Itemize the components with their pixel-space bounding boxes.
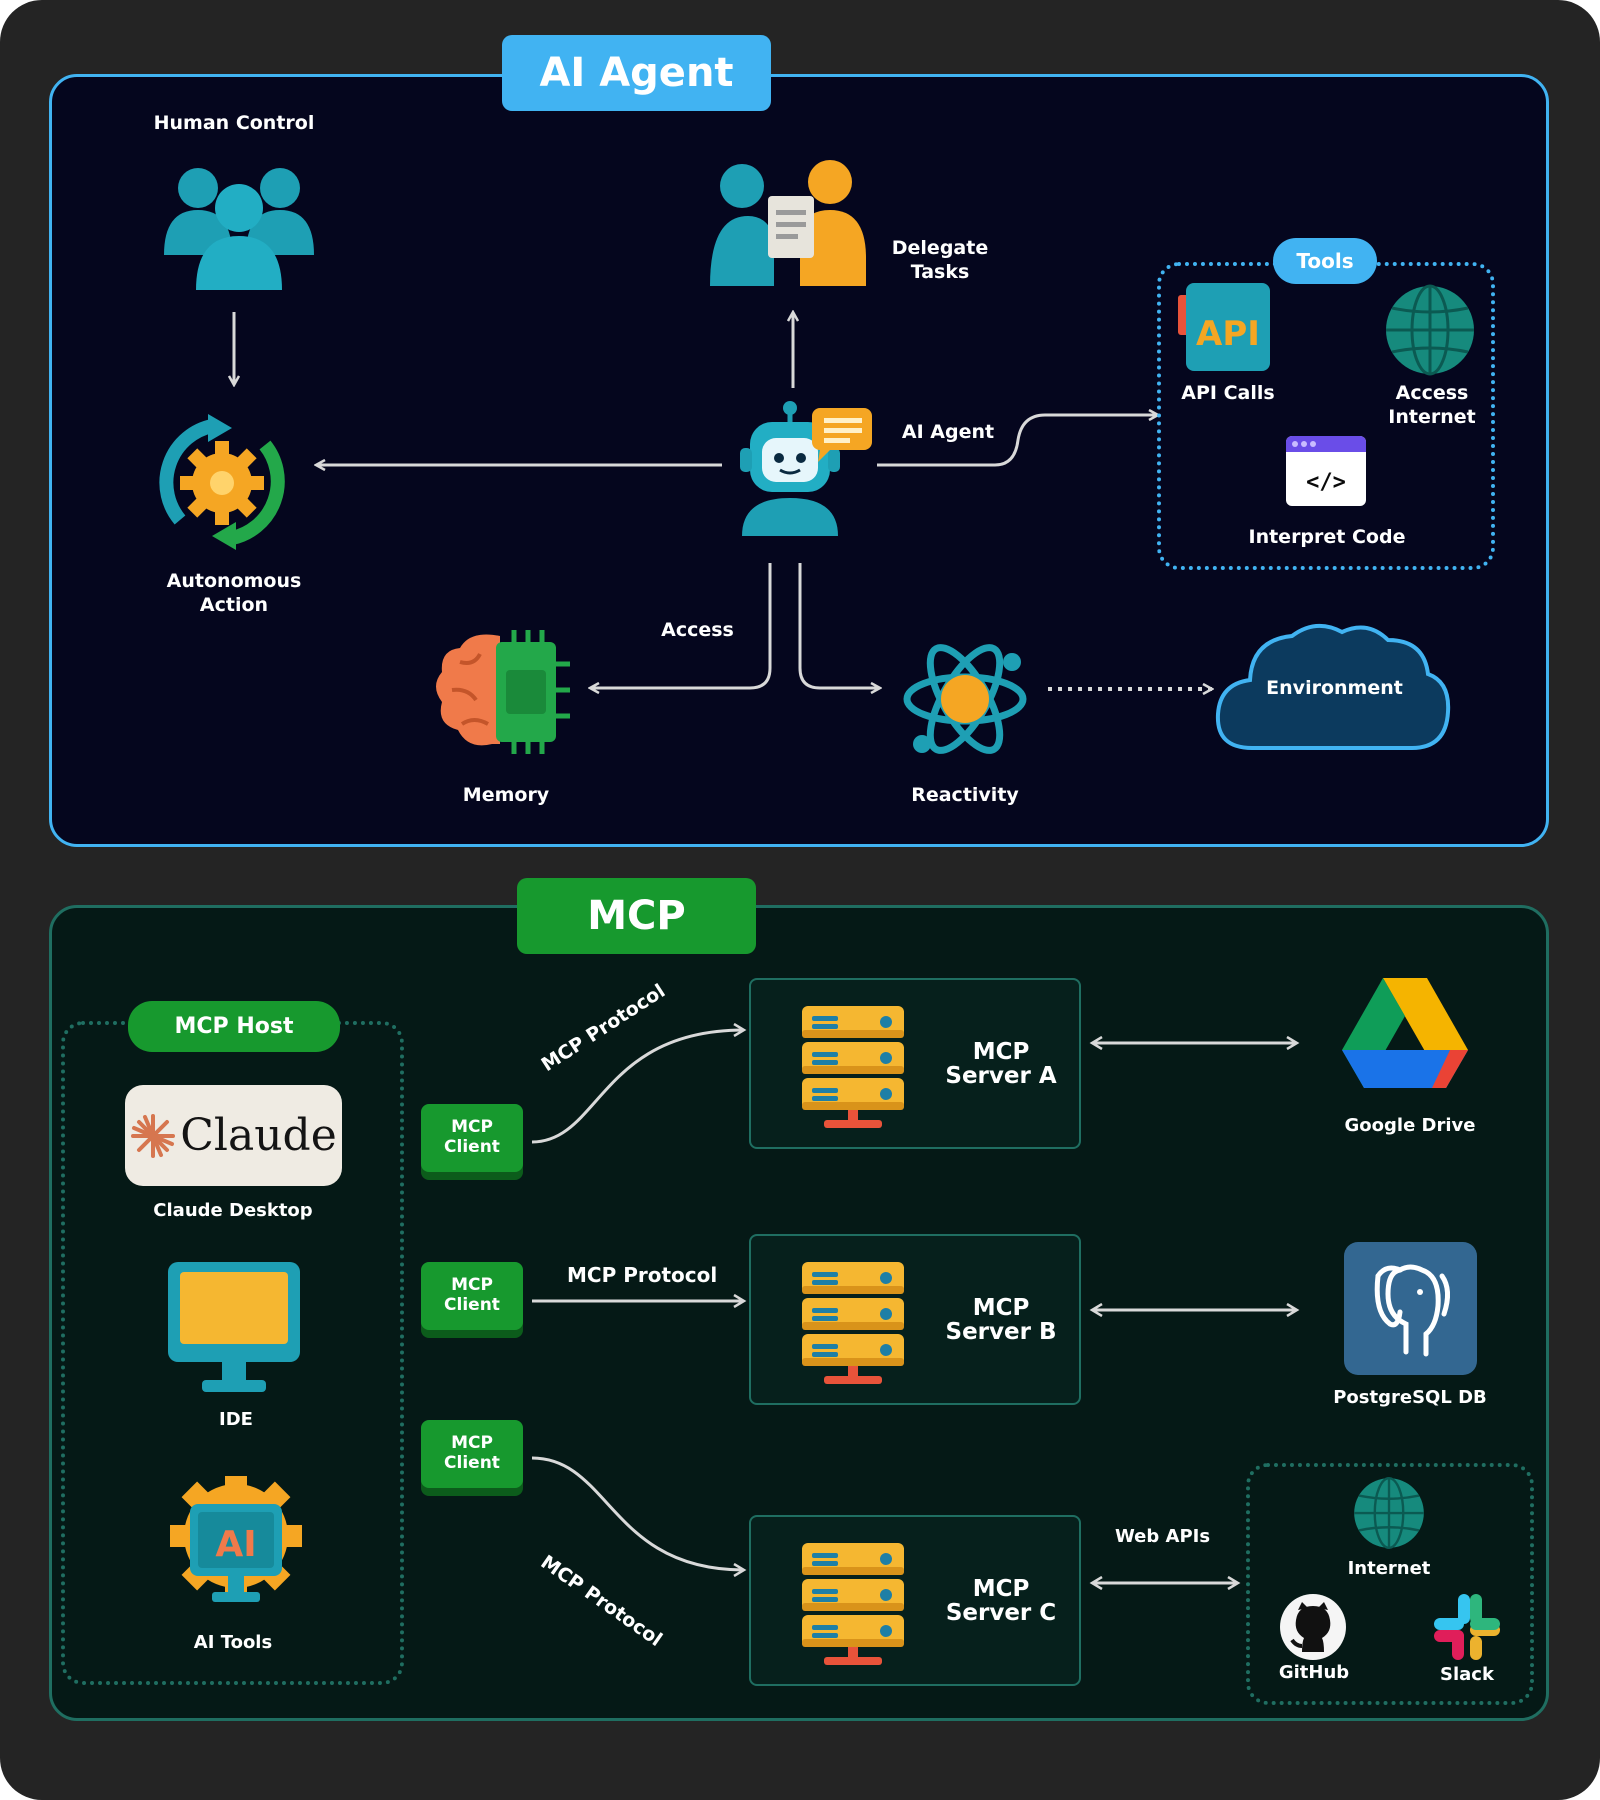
- postgresql-icon: [1344, 1242, 1477, 1375]
- ai-agent-edge-label: AI Agent: [901, 421, 995, 443]
- claude-spark-icon: [131, 1113, 176, 1158]
- claude-logo-text: Claude: [180, 1110, 337, 1161]
- server-stack-icon: [802, 1262, 904, 1384]
- environment-label: Environment: [1266, 677, 1403, 699]
- google-drive-icon: [1342, 978, 1468, 1088]
- ai-tools-icon: AI: [170, 1476, 302, 1602]
- reactivity-label: Reactivity: [911, 784, 1019, 806]
- internet-label: Internet: [1347, 1558, 1431, 1579]
- server-a-label: MCP Server A: [945, 1039, 1057, 1090]
- mcp-host-title: MCP Host: [128, 1001, 340, 1052]
- robot-agent-icon: [740, 401, 872, 536]
- mcp-server-b: MCP Server B: [749, 1234, 1081, 1405]
- ai-tools-label: AI Tools: [193, 1632, 273, 1653]
- protocol-label-2: MCP Protocol: [567, 1263, 718, 1287]
- code-glyph: </>: [1306, 470, 1346, 495]
- mcp-client-2: MCP Client: [421, 1262, 523, 1330]
- server-stack-icon: [802, 1543, 904, 1665]
- server-b-label: MCP Server B: [945, 1295, 1057, 1346]
- web-apis-label: Web APIs: [1114, 1526, 1211, 1547]
- delegate-tasks-icon: [710, 160, 866, 286]
- brain-chip-icon: [436, 630, 570, 754]
- globe-icon: [1386, 284, 1474, 376]
- slack-icon: [1434, 1594, 1500, 1660]
- mcp-client-1: MCP Client: [421, 1104, 523, 1172]
- mcp-server-a: MCP Server A: [749, 978, 1081, 1149]
- ide-label: IDE: [219, 1409, 253, 1430]
- internet-globe-icon: [1354, 1476, 1424, 1550]
- ai-agent-title: AI Agent: [502, 35, 771, 111]
- code-window-icon: </>: [1286, 436, 1366, 506]
- cloud-icon: [1215, 624, 1451, 750]
- api-calls-label: API Calls: [1181, 382, 1275, 404]
- api-badge-text: API: [1196, 314, 1260, 354]
- google-drive-label: Google Drive: [1344, 1115, 1476, 1136]
- server-stack-icon: [802, 1006, 904, 1128]
- interpret-code-label: Interpret Code: [1248, 526, 1406, 548]
- delegate-tasks-label: Delegate Tasks: [891, 237, 989, 283]
- claude-desktop-label: Claude Desktop: [153, 1200, 313, 1221]
- slack-label: Slack: [1440, 1664, 1494, 1685]
- autonomous-cycle-icon: [159, 414, 285, 550]
- github-label: GitHub: [1278, 1662, 1350, 1683]
- atom-icon: [903, 644, 1027, 754]
- ai-badge-text: AI: [215, 1524, 256, 1565]
- users-group-icon: [164, 168, 314, 290]
- monitor-icon: [168, 1262, 300, 1392]
- github-icon: [1280, 1594, 1346, 1660]
- mcp-server-c: MCP Server C: [749, 1515, 1081, 1686]
- mcp-title: MCP: [517, 878, 756, 954]
- server-c-label: MCP Server C: [945, 1576, 1057, 1627]
- api-icon: API: [1178, 283, 1270, 371]
- postgresql-label: PostgreSQL DB: [1333, 1387, 1487, 1408]
- tools-title: Tools: [1273, 238, 1377, 284]
- autonomous-action-label: Autonomous Action: [166, 570, 302, 616]
- claude-logo: Claude: [125, 1085, 342, 1186]
- mcp-client-3: MCP Client: [421, 1420, 523, 1488]
- web-services-box: [1246, 1463, 1534, 1705]
- memory-label: Memory: [462, 784, 550, 806]
- human-control-label: Human Control: [153, 112, 315, 134]
- access-edge-label: Access: [661, 619, 734, 641]
- access-internet-label: Access Internet: [1388, 382, 1476, 428]
